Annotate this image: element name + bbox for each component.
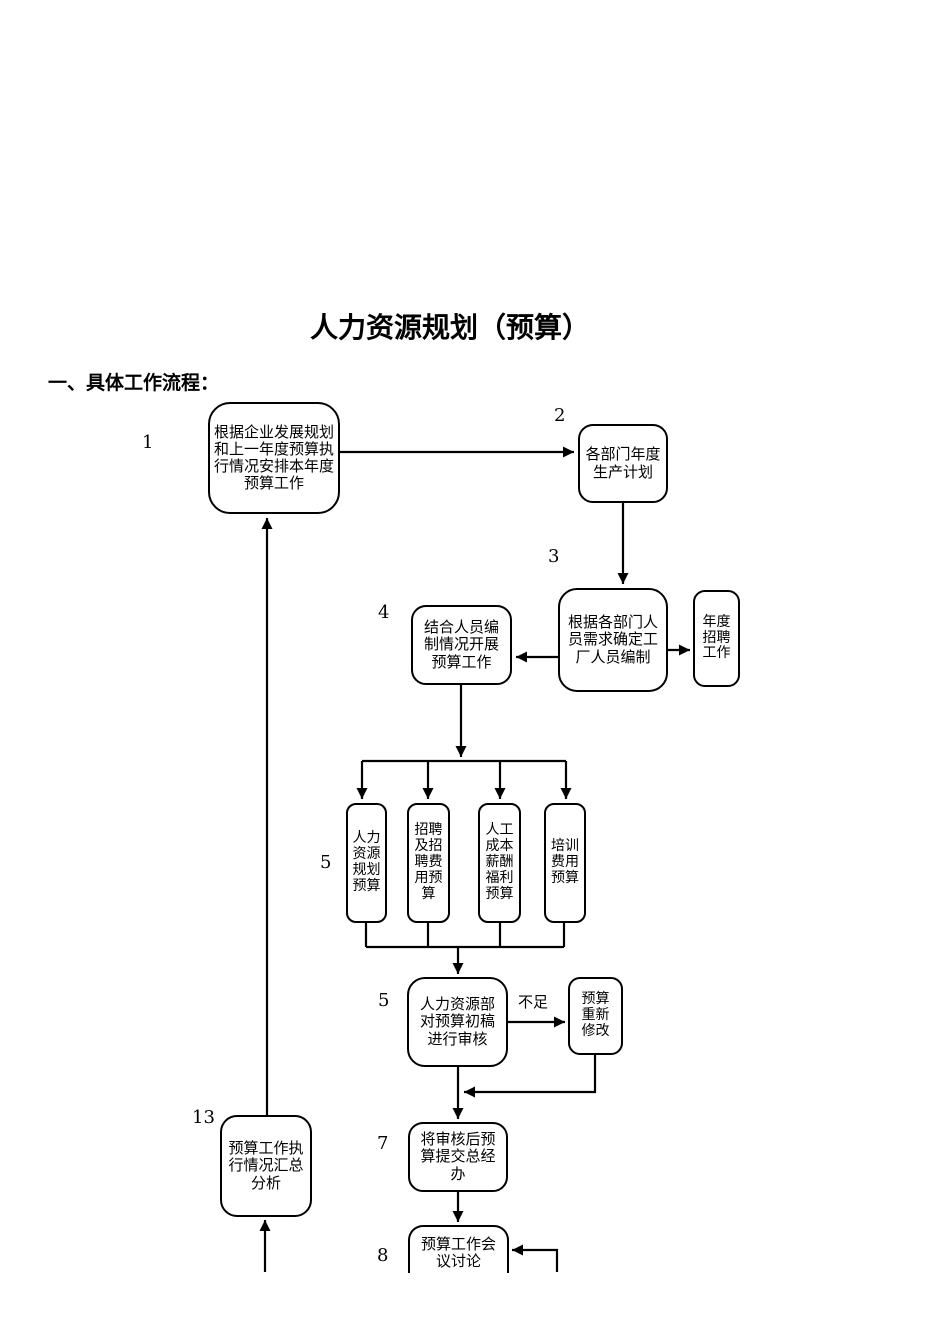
step-number-1: 1 <box>142 432 154 453</box>
node-budget-kickoff: 结合人员编 制情况开展 预算工作 <box>411 605 512 685</box>
node-labor-cost-budget: 人工 成本 薪酬 福利 预算 <box>478 803 521 923</box>
step-number-5b: 5 <box>378 990 390 1011</box>
step-number-2: 2 <box>554 405 566 426</box>
node-budget-meeting-label: 预算工作会 议讨论 <box>420 1235 496 1271</box>
step-number-5a: 5 <box>320 852 332 873</box>
node-hr-planning-budget-label: 人力 资源 规划 预算 <box>352 830 381 894</box>
node-submit-to-gm-office-label: 将审核后预 算提交总经 办 <box>420 1130 496 1183</box>
node-budget-meeting: 预算工作会 议讨论 <box>408 1225 509 1273</box>
node-dept-production-plan-label: 各部门年度 生产计划 <box>585 445 661 481</box>
node-recruiting-fee-budget-label: 招聘 及招 聘费 用预 算 <box>414 822 443 902</box>
node-recruiting-fee-budget: 招聘 及招 聘费 用预 算 <box>407 803 450 923</box>
node-training-fee-budget: 培训 费用 预算 <box>544 803 586 923</box>
step-number-3: 3 <box>548 546 560 567</box>
node-annual-recruiting: 年度 招聘 工作 <box>693 590 740 687</box>
section-heading: 一、具体工作流程： <box>48 372 220 394</box>
node-factory-staffing-label: 根据各部门人 员需求确定工 厂人员编制 <box>567 613 658 666</box>
node-hr-dept-review: 人力资源部 对预算初稿 进行审核 <box>407 977 508 1067</box>
node-labor-cost-budget-label: 人工 成本 薪酬 福利 预算 <box>485 822 514 902</box>
insufficient-label: 不足 <box>518 993 549 1011</box>
node-budget-revise: 预算 重新 修改 <box>568 977 623 1055</box>
node-execution-summary: 预算工作执 行情况汇总 分析 <box>220 1115 312 1217</box>
step-number-4: 4 <box>378 602 390 623</box>
node-budget-revise-label: 预算 重新 修改 <box>581 991 610 1039</box>
node-annual-budget-plan: 根据企业发展规划 和上一年度预算执 行情况安排本年度 预算工作 <box>208 402 340 514</box>
node-factory-staffing: 根据各部门人 员需求确定工 厂人员编制 <box>558 588 668 692</box>
step-number-8: 8 <box>377 1245 389 1266</box>
node-dept-production-plan: 各部门年度 生产计划 <box>578 424 668 503</box>
node-annual-recruiting-label: 年度 招聘 工作 <box>702 613 731 662</box>
edge-revise-return <box>464 1055 597 1098</box>
step-number-7: 7 <box>377 1133 389 1154</box>
node-execution-summary-label: 预算工作执 行情况汇总 分析 <box>228 1139 304 1192</box>
node-annual-budget-plan-label: 根据企业发展规划 和上一年度预算执 行情况安排本年度 预算工作 <box>213 422 334 493</box>
node-submit-to-gm-office: 将审核后预 算提交总经 办 <box>408 1122 508 1192</box>
edge-return-to-meeting <box>512 1244 559 1272</box>
node-budget-kickoff-label: 结合人员编 制情况开展 预算工作 <box>423 618 499 671</box>
node-training-fee-budget-label: 培训 费用 预算 <box>551 838 579 886</box>
node-hr-dept-review-label: 人力资源部 对预算初稿 进行审核 <box>419 995 495 1048</box>
node-hr-planning-budget: 人力 资源 规划 预算 <box>346 803 387 923</box>
page-title: 人力资源规划（预算） <box>310 311 591 344</box>
step-number-13: 13 <box>192 1107 215 1128</box>
